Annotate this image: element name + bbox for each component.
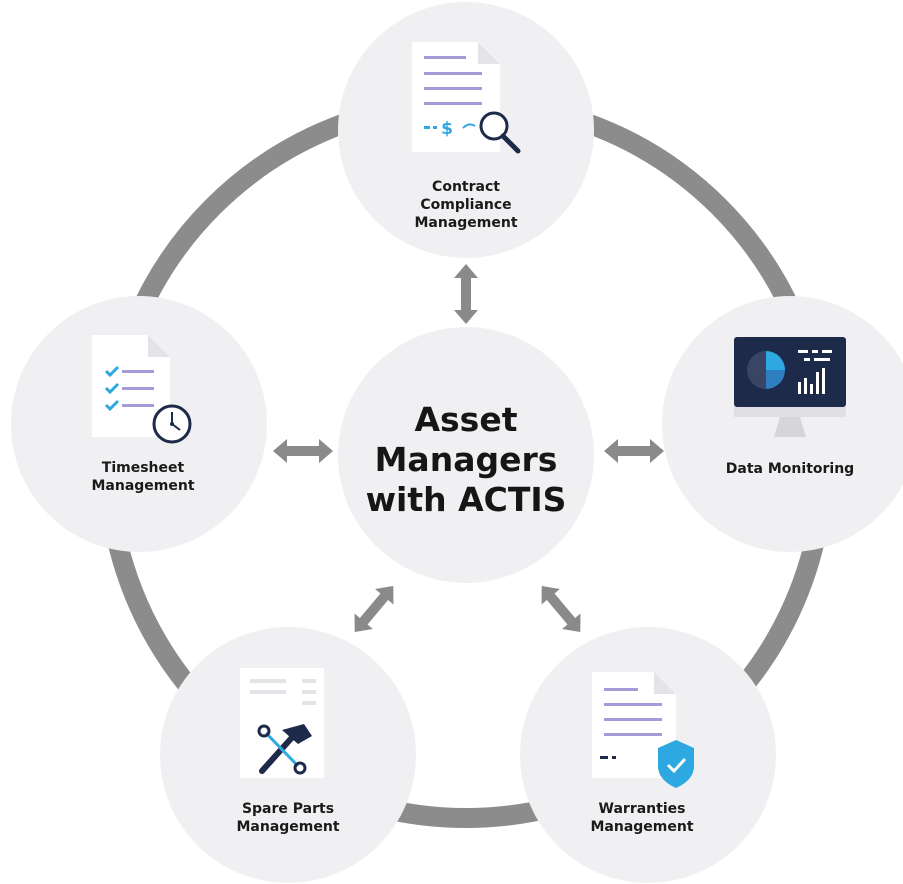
label-data-monitoring-line-1: Data Monitoring bbox=[726, 461, 854, 477]
monitor-dashboard-icon bbox=[734, 337, 846, 437]
center-title: Asset Managers with ACTIS bbox=[366, 400, 567, 519]
label-contract-line-2: Compliance bbox=[420, 197, 511, 213]
label-timesheet-line-2: Management bbox=[91, 478, 194, 494]
label-timesheet: Timesheet Management bbox=[91, 460, 194, 494]
center-circle bbox=[338, 327, 594, 583]
center-title-line-2: Managers bbox=[375, 440, 558, 479]
arrow-center-timesheet bbox=[273, 439, 333, 463]
connector-arrows bbox=[273, 264, 664, 632]
label-spare-parts: Spare Parts Management bbox=[236, 801, 339, 835]
label-spare-parts-line-2: Management bbox=[236, 819, 339, 835]
warranty-shield-document-icon bbox=[592, 672, 694, 788]
label-data-monitoring: Data Monitoring bbox=[726, 461, 854, 477]
label-timesheet-line-1: Timesheet bbox=[102, 460, 185, 476]
label-warranties: Warranties Management bbox=[590, 801, 693, 835]
label-contract-line-1: Contract bbox=[432, 179, 500, 195]
center-title-line-1: Asset bbox=[415, 400, 518, 439]
arrow-center-data-monitoring bbox=[604, 439, 664, 463]
arrow-center-contract bbox=[454, 264, 478, 324]
label-contract: Contract Compliance Management bbox=[414, 179, 517, 231]
center-title-line-3: with ACTIS bbox=[366, 480, 567, 519]
contract-document-search-icon: $ bbox=[412, 42, 521, 154]
timesheet-clock-icon bbox=[92, 335, 192, 444]
arrow-center-spare-parts bbox=[354, 586, 394, 632]
label-contract-line-3: Management bbox=[414, 215, 517, 231]
svg-text:$: $ bbox=[441, 119, 453, 139]
label-warranties-line-2: Management bbox=[590, 819, 693, 835]
label-spare-parts-line-1: Spare Parts bbox=[242, 801, 334, 817]
arrow-center-warranties bbox=[541, 586, 581, 632]
label-warranties-line-1: Warranties bbox=[599, 801, 686, 817]
tools-document-icon bbox=[240, 668, 324, 778]
